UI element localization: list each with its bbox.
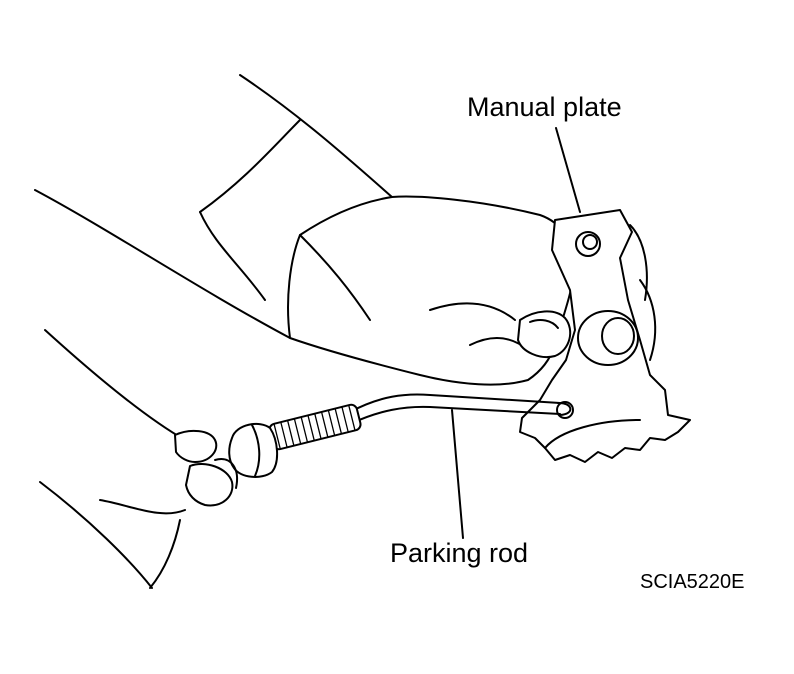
- parking-rod: [228, 393, 572, 478]
- figure-code: SCIA5220E: [640, 571, 745, 593]
- parking-rod-label: Parking rod: [390, 538, 529, 568]
- manual-plate: [519, 209, 691, 463]
- manual-plate-leader: [555, 127, 581, 213]
- parking-rod-leader: [451, 409, 464, 539]
- upper-hand: [287, 195, 657, 386]
- lower-hand: [39, 329, 238, 589]
- manual-plate-label: Manual plate: [467, 92, 622, 122]
- upper-arm: [34, 74, 393, 339]
